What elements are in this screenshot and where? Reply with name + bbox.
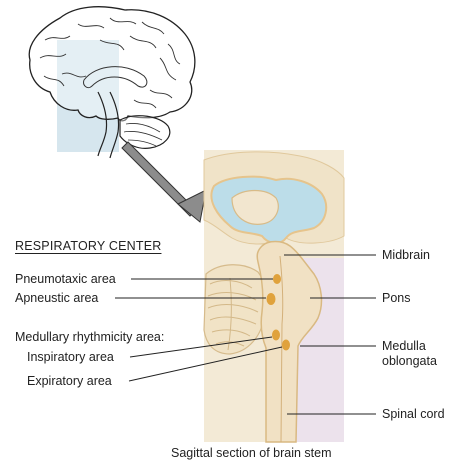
pneumotaxic-nucleus [273, 274, 281, 284]
arrow-head [178, 190, 206, 222]
label-medulla: Medulla [382, 339, 426, 353]
brain-thumbnail [29, 7, 195, 158]
label-apneustic-area: Apneustic area [15, 291, 98, 305]
label-oblongata: oblongata [382, 354, 437, 368]
label-medullary-rhythmicity-area: Medullary rhythmicity area: [15, 330, 164, 344]
figure-caption: Sagittal section of brain stem [171, 446, 332, 460]
label-pneumotaxic-area: Pneumotaxic area [15, 272, 116, 286]
respiratory-center-heading: RESPIRATORY CENTER [15, 239, 161, 253]
expiratory-nucleus [282, 340, 290, 351]
apneustic-nucleus [267, 293, 276, 305]
inspiratory-nucleus [272, 330, 280, 341]
pointer-arrow [122, 142, 206, 222]
label-pons: Pons [382, 291, 411, 305]
label-inspiratory-area: Inspiratory area [27, 350, 114, 364]
cerebrum-outline [29, 7, 195, 121]
label-spinal-cord: Spinal cord [382, 407, 445, 421]
label-expiratory-area: Expiratory area [27, 374, 112, 388]
label-midbrain: Midbrain [382, 248, 430, 262]
